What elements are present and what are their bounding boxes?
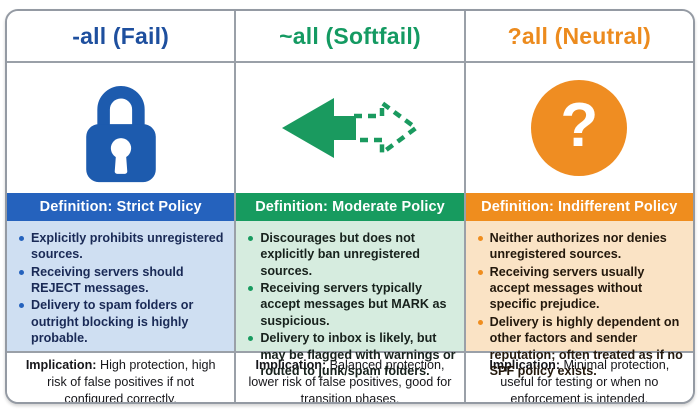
column-fail-header: -all (Fail) bbox=[7, 11, 235, 63]
column-fail-icon-area bbox=[7, 63, 235, 193]
definition-bar-softfail: Definition: Moderate Policy bbox=[236, 193, 464, 221]
bullet-list: Neither authorizes nor denies unregister… bbox=[477, 230, 686, 379]
implication-row-neutral: Implication: Minimal protection, useful … bbox=[465, 351, 693, 404]
bullet-item: Explicitly prohibits unregistered source… bbox=[18, 230, 227, 263]
bullet-item: Neither authorizes nor denies unregister… bbox=[477, 230, 686, 263]
bullet-item: Receiving servers usually accept message… bbox=[477, 264, 686, 313]
bullet-item: Delivery is highly dependent on other fa… bbox=[477, 314, 686, 379]
bullet-list: Discourages but does not explicitly ban … bbox=[247, 230, 456, 379]
bullet-item: Delivery to spam folders or outright blo… bbox=[18, 297, 227, 346]
column-softfail-icon-area bbox=[236, 63, 464, 193]
question-mark-glyph: ? bbox=[560, 91, 599, 160]
implication-text: Implication: Balanced protection, lower … bbox=[248, 358, 452, 404]
column-fail: -all (Fail) Definition: Strict Policy Ex… bbox=[7, 11, 235, 404]
definition-bar-fail: Definition: Strict Policy bbox=[7, 193, 235, 221]
bullet-item: Receiving servers should REJECT messages… bbox=[18, 264, 227, 297]
column-neutral: ?all (Neutral) ? Definition: Indifferent… bbox=[463, 11, 693, 404]
implication-row-softfail: Implication: Balanced protection, lower … bbox=[236, 351, 464, 404]
bullet-section-fail: Explicitly prohibits unregistered source… bbox=[7, 221, 235, 351]
bullet-item: Delivery to inbox is likely, but may be … bbox=[247, 330, 456, 379]
bullet-section-neutral: Neither authorizes nor denies unregister… bbox=[465, 221, 693, 378]
bullet-section-softfail: Discourages but does not explicitly ban … bbox=[236, 221, 464, 378]
implication-row-fail: Implication: High protection, high risk … bbox=[7, 351, 235, 404]
bullet-item: Discourages but does not explicitly ban … bbox=[247, 230, 456, 279]
column-neutral-header: ?all (Neutral) bbox=[465, 11, 693, 63]
question-mark-icon: ? bbox=[531, 80, 628, 176]
spf-policy-comparison-table: -all (Fail) Definition: Strict Policy Ex… bbox=[5, 9, 695, 404]
softfail-arrows-icon bbox=[280, 95, 420, 161]
column-softfail: ~all (Softfail) Definition: Moderate Pol… bbox=[234, 11, 464, 404]
column-softfail-header: ~all (Softfail) bbox=[236, 11, 464, 63]
implication-text: Implication: Minimal protection, useful … bbox=[489, 358, 670, 404]
bullet-list: Explicitly prohibits unregistered source… bbox=[18, 230, 227, 347]
definition-bar-neutral: Definition: Indifferent Policy bbox=[465, 193, 693, 221]
implication-text: Implication: High protection, high risk … bbox=[25, 358, 216, 404]
bullet-item: Receiving servers typically accept messa… bbox=[247, 280, 456, 329]
lock-icon bbox=[77, 71, 165, 185]
column-neutral-icon-area: ? bbox=[465, 63, 693, 193]
